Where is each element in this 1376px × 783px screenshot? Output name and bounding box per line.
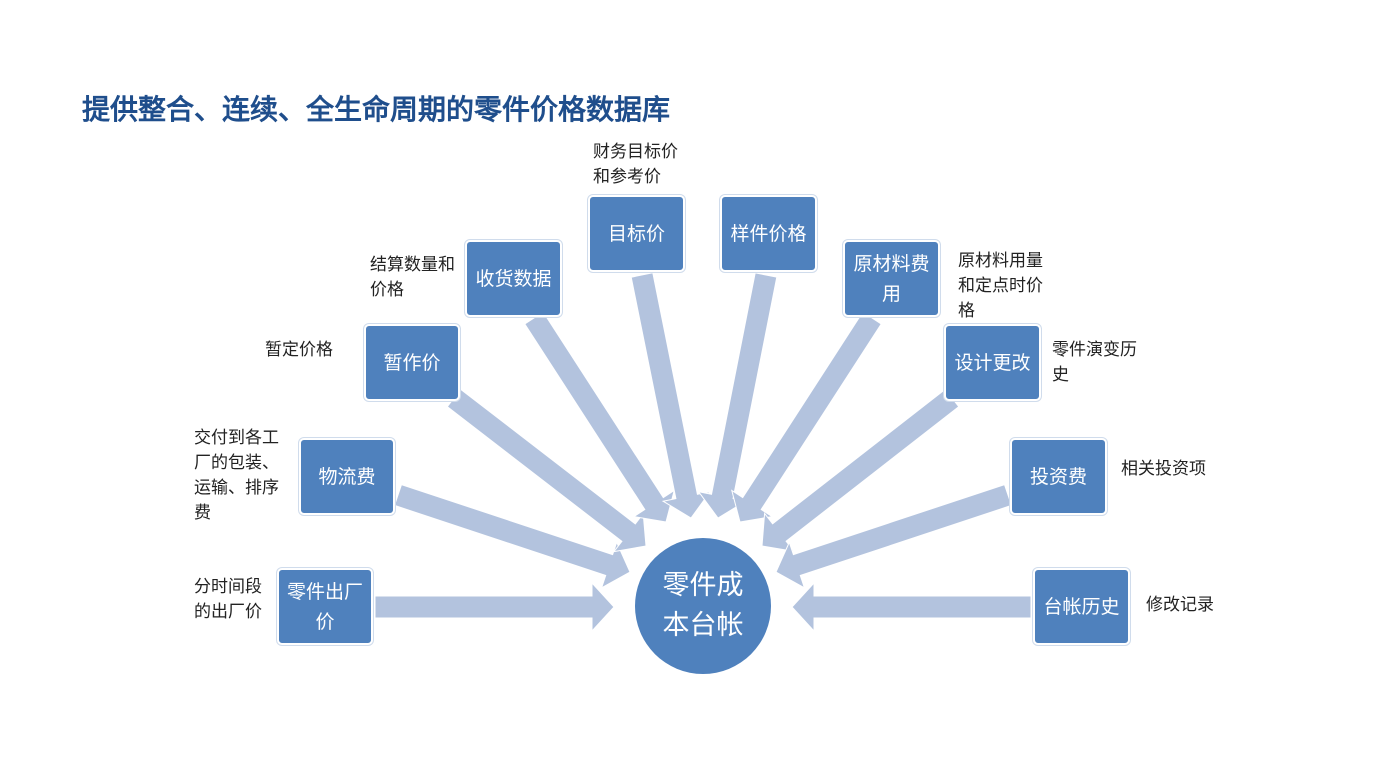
arrow-design-change — [761, 388, 960, 553]
node-receiving-data: 收货数据 — [465, 240, 562, 317]
node-target-price: 目标价 — [588, 195, 685, 272]
note-receiving-data: 结算数量和价格 — [370, 255, 455, 300]
node-temporary-price: 暂作价 — [364, 324, 460, 401]
arrow-logistics-cost — [393, 483, 631, 589]
page-title: 提供整合、连续、全生命周期的零件价格数据库 — [82, 93, 671, 126]
arrow-temporary-price — [446, 388, 647, 553]
center-node: 零件成本台帐 — [635, 538, 771, 674]
node-factory-price: 零件出厂价 — [277, 568, 373, 645]
arrow-ledger-history — [791, 581, 1032, 633]
arrow-receiving-data — [524, 311, 676, 523]
node-ledger-history: 台帐历史 — [1033, 568, 1130, 645]
arrow-factory-price — [374, 581, 615, 633]
node-design-change: 设计更改 — [944, 324, 1041, 401]
note-temporary-price: 暂定价格 — [265, 340, 333, 360]
node-raw-material-cost: 原材料费用 — [843, 240, 940, 317]
note-factory-price: 分时间段的出厂价 — [194, 577, 262, 622]
node-investment-cost: 投资费 — [1010, 438, 1107, 515]
arrow-target-price — [630, 272, 712, 519]
note-design-change: 零件演变历史 — [1052, 340, 1137, 385]
arrow-sample-price — [697, 272, 778, 519]
note-ledger-history: 修改记录 — [1146, 595, 1214, 615]
note-target-price: 财务目标价和参考价 — [593, 142, 678, 187]
note-investment-cost: 相关投资项 — [1121, 459, 1206, 479]
node-logistics-cost: 物流费 — [299, 438, 395, 515]
note-logistics-cost: 交付到各工厂的包装、运输、排序费 — [194, 428, 279, 523]
note-raw-material-cost: 原材料用量和定点时价格 — [958, 251, 1043, 321]
node-sample-price: 样件价格 — [720, 195, 817, 272]
arrow-investment-cost — [775, 483, 1013, 589]
arrow-raw-material-cost — [730, 311, 882, 523]
